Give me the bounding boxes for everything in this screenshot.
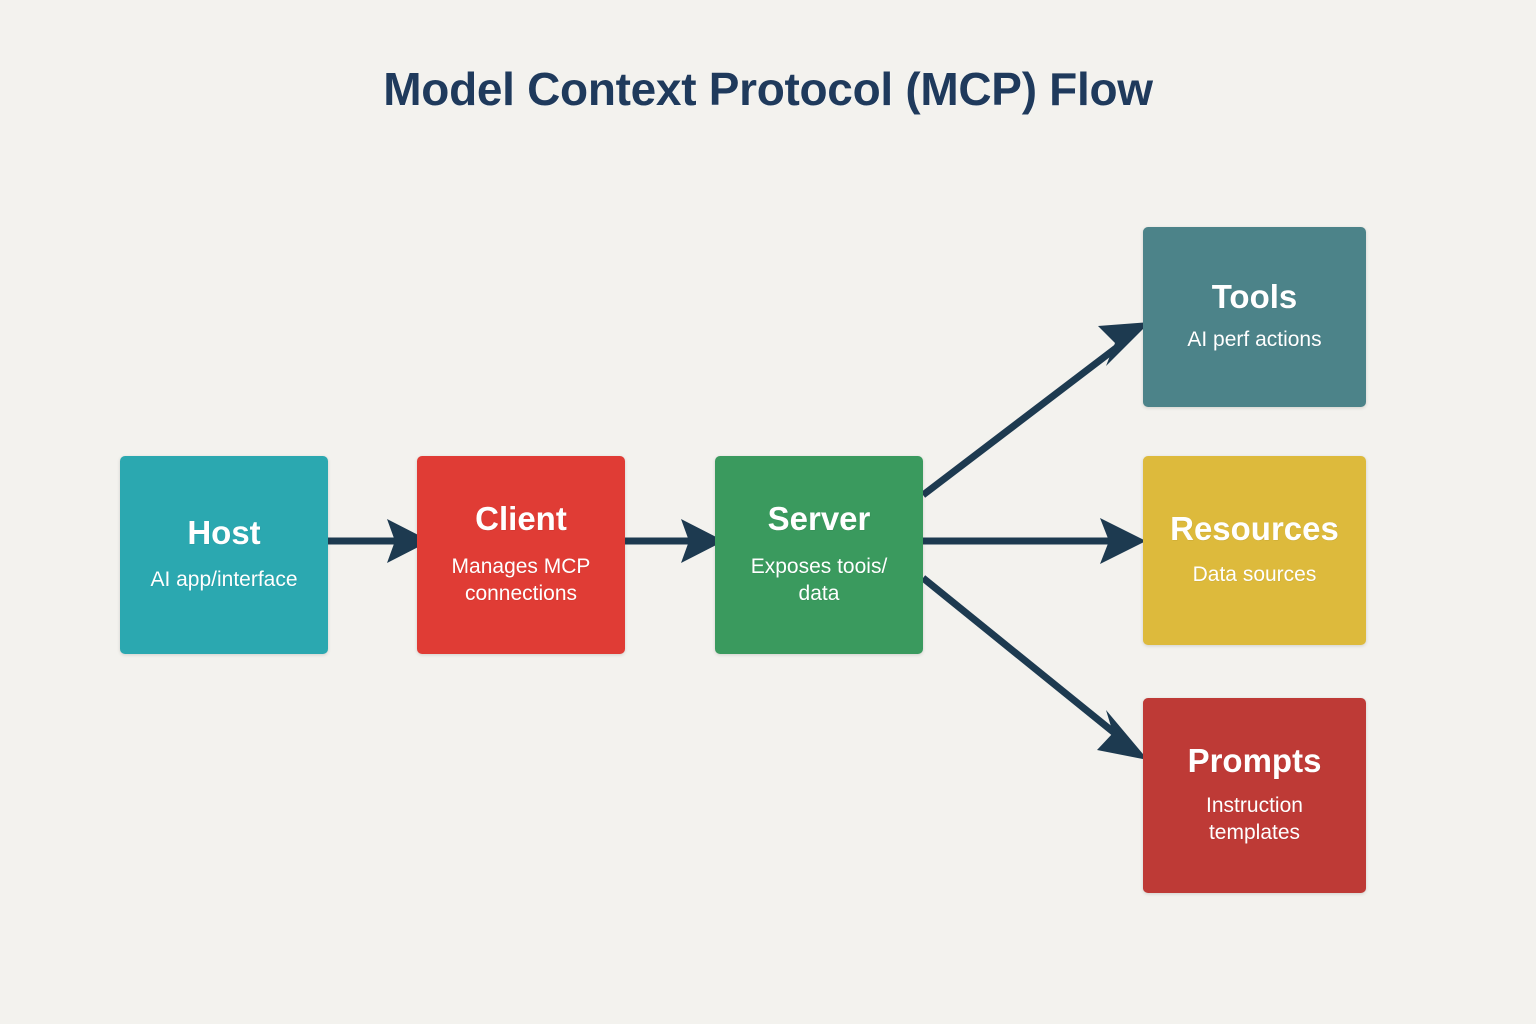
- node-server-subtitle-line1: Exposes toois/: [750, 554, 888, 578]
- node-server-subtitle: Exposes toois/ data: [751, 554, 888, 608]
- node-prompts[interactable]: Prompts Instruction templates: [1143, 698, 1366, 893]
- node-tools-subtitle: AI perf actions: [1187, 327, 1322, 351]
- node-prompts-title: Prompts: [1187, 742, 1322, 780]
- node-host-title: Host: [187, 513, 261, 551]
- node-tools[interactable]: Tools AI perf actions: [1143, 227, 1366, 407]
- edge-server-to-tools: [920, 322, 1150, 498]
- node-resources-title: Resources: [1170, 510, 1339, 548]
- node-client[interactable]: Client Manages MCP connections: [417, 456, 625, 654]
- node-server-subtitle-line2: data: [798, 581, 840, 605]
- node-prompts-subtitle-line2: templates: [1208, 820, 1301, 844]
- node-resources[interactable]: Resources Data sources: [1143, 456, 1366, 645]
- node-server-title: Server: [767, 500, 871, 538]
- edge-client-to-server: [625, 519, 724, 563]
- edge-host-to-client: [328, 519, 430, 563]
- edge-server-to-prompts: [920, 575, 1148, 760]
- node-prompts-subtitle-line1: Instruction: [1206, 793, 1303, 817]
- node-host[interactable]: Host AI app/interface: [120, 456, 328, 654]
- edge-server-to-resources: [923, 518, 1146, 564]
- node-client-subtitle-line2: connections: [464, 581, 578, 605]
- node-client-title: Client: [475, 500, 567, 538]
- node-server[interactable]: Server Exposes toois/ data: [715, 456, 923, 654]
- page-title: Model Context Protocol (MCP) Flow: [383, 63, 1153, 115]
- node-resources-subtitle: Data sources: [1192, 562, 1317, 586]
- node-host-subtitle: AI app/interface: [150, 568, 298, 592]
- node-client-subtitle-line1: Manages MCP: [451, 554, 591, 578]
- node-prompts-subtitle: Instruction templates: [1206, 793, 1303, 847]
- node-tools-title: Tools: [1211, 278, 1298, 316]
- node-client-subtitle: Manages MCP connections: [452, 554, 591, 608]
